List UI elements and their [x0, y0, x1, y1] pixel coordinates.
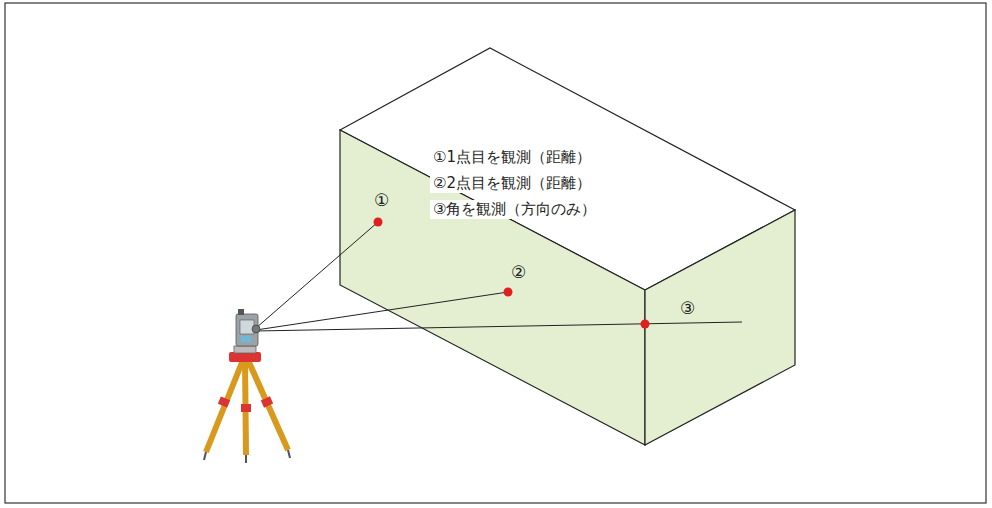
callout-number: ①	[374, 192, 389, 209]
sight-line	[256, 222, 378, 328]
sight-line	[256, 292, 508, 330]
callout-number: ③	[680, 300, 695, 317]
note-text: ①1点目を観測（距離）	[430, 148, 594, 167]
callout-number: ②	[511, 264, 526, 281]
building-side	[645, 210, 795, 445]
building-front	[340, 130, 645, 445]
total-station	[204, 309, 290, 463]
note-text: ②2点目を観測（距離）	[430, 174, 594, 193]
target-point	[504, 288, 513, 297]
sight-line	[256, 322, 742, 331]
note-text: ③角を観測（方向のみ）	[430, 200, 599, 219]
frame	[5, 3, 986, 503]
target-point	[641, 320, 650, 329]
target-point	[374, 218, 383, 227]
